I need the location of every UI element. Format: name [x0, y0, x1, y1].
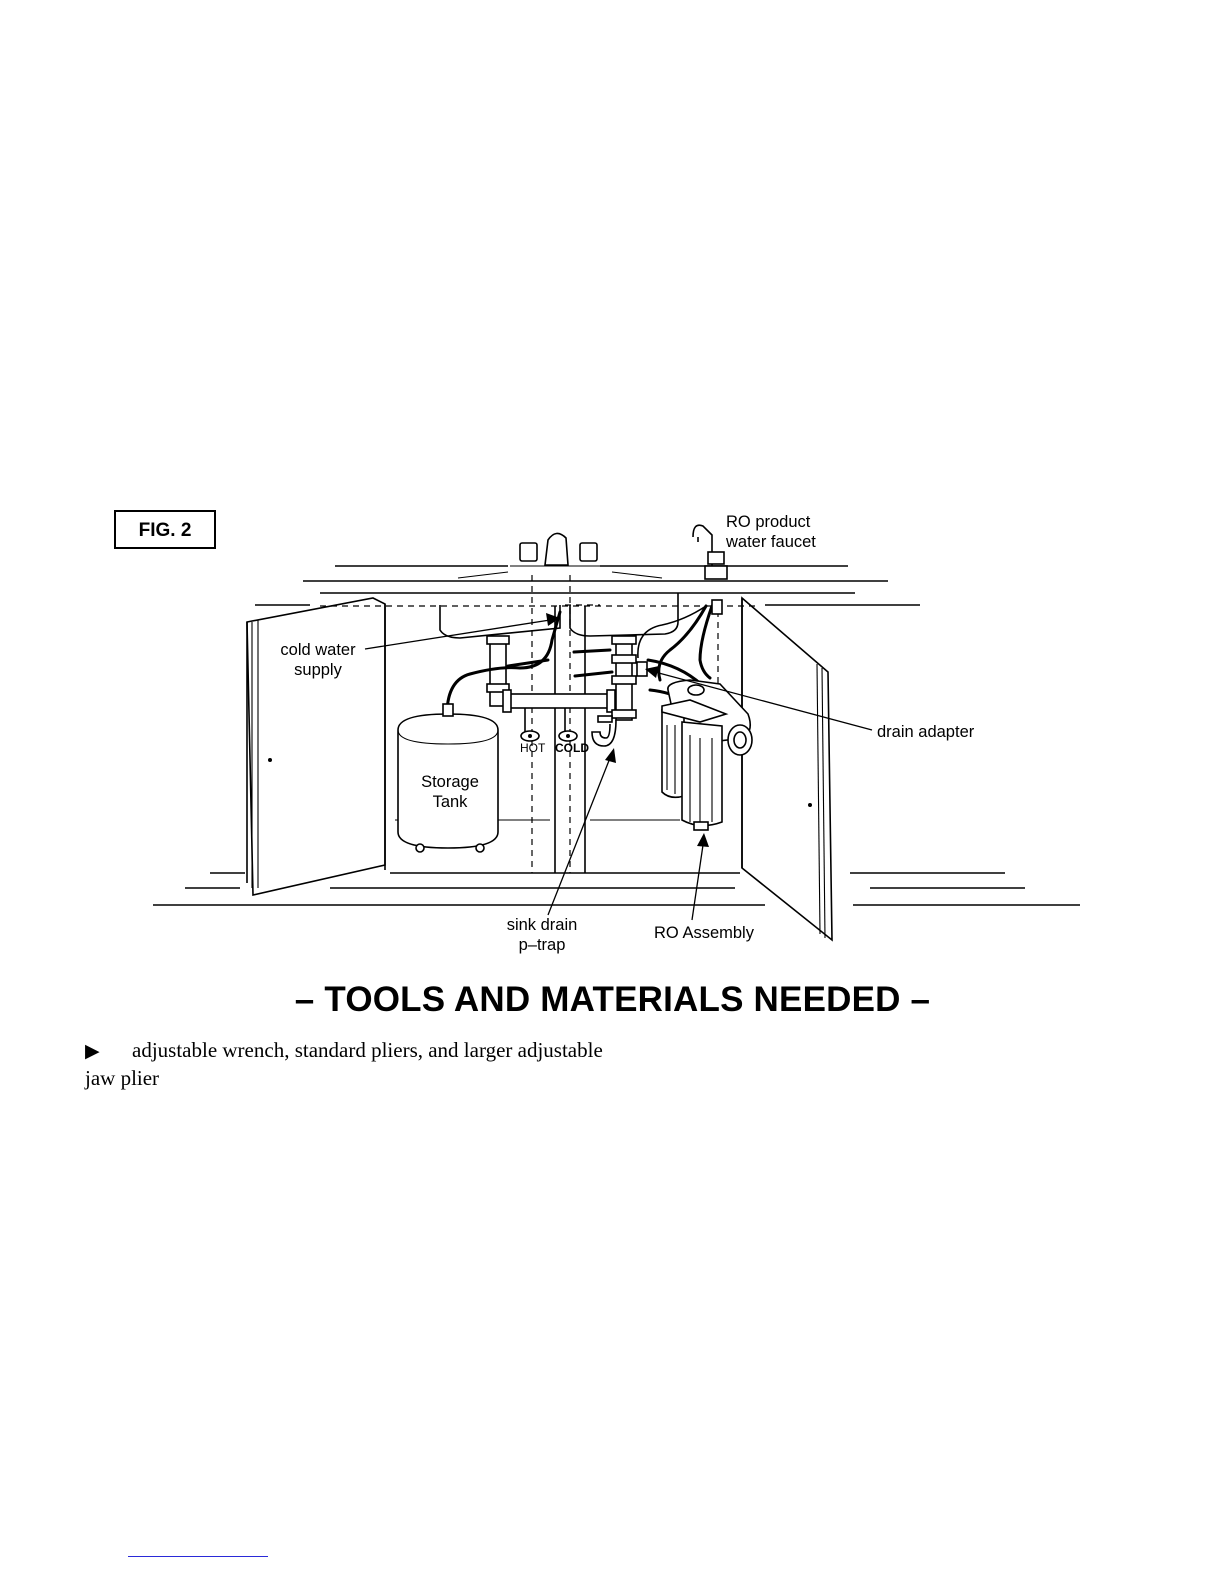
footer-link-rule[interactable]: [128, 1556, 268, 1557]
cold-supply-label-line2: supply: [294, 661, 342, 679]
tools-list-item: ▶adjustable wrench, standard pliers, and…: [85, 1037, 625, 1091]
ro-faucet-label-line2: water faucet: [725, 533, 816, 551]
right-cabinet-door: [742, 598, 832, 940]
cold-valve-label: COLD: [555, 741, 589, 755]
storage-tank-label-line1: Storage: [421, 773, 479, 791]
installation-diagram: FIG. 2: [0, 0, 1225, 960]
figure-label-box: FIG. 2: [115, 511, 215, 548]
sink-faucet: [510, 533, 606, 566]
storage-tank: Storage Tank: [398, 704, 498, 852]
sink-drain-label-line1: sink drain: [507, 916, 578, 934]
storage-tank-label-line2: Tank: [433, 793, 469, 811]
hot-valve-label: HOT: [520, 741, 546, 755]
sink-drain-label-line2: p–trap: [519, 936, 566, 954]
ro-product-faucet: [693, 525, 727, 579]
tools-list-text: adjustable wrench, standard pliers, and …: [85, 1038, 603, 1090]
section-heading: – TOOLS AND MATERIALS NEEDED –: [0, 980, 1225, 1020]
cold-supply-label-line1: cold water: [280, 641, 356, 659]
bullet-arrow-icon: ▶: [85, 1039, 132, 1065]
drain-pipes: [487, 636, 647, 746]
figure-label: FIG. 2: [139, 520, 192, 541]
countertop: [255, 566, 920, 606]
drain-adapter-label: drain adapter: [877, 723, 975, 741]
ro-assembly: [662, 680, 752, 830]
ro-assembly-label: RO Assembly: [654, 924, 755, 942]
ro-faucet-label-line1: RO product: [726, 513, 811, 531]
